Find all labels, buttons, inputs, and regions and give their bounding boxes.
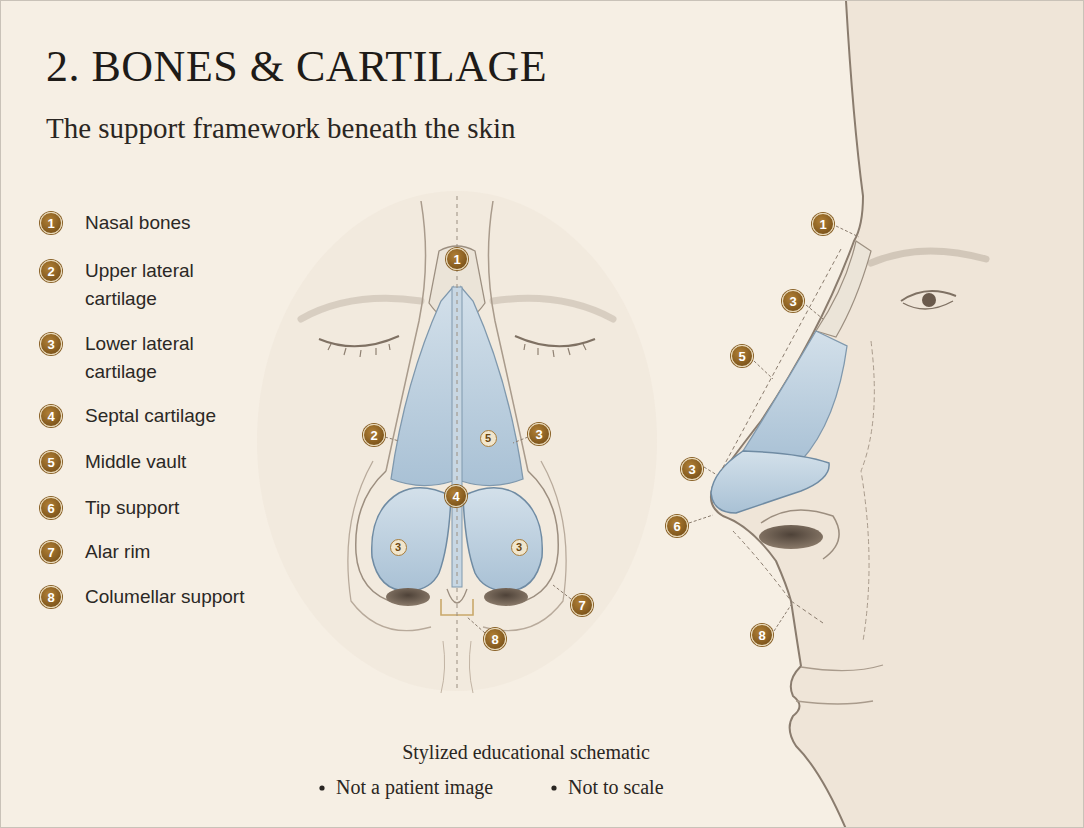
callout-number: 7 bbox=[571, 594, 593, 616]
callout-digit: 1 bbox=[819, 217, 826, 232]
label-text: Upper lateral cartilage bbox=[85, 260, 194, 309]
part-name: Nasal bones bbox=[85, 209, 191, 237]
callout-digit: 1 bbox=[453, 252, 460, 267]
callout-number: 1 bbox=[40, 212, 62, 234]
label-text: Not a patient image bbox=[336, 776, 493, 798]
callout-digit: 5 bbox=[47, 455, 54, 470]
callout-number: 1 bbox=[812, 213, 834, 235]
part-name: Middle vault bbox=[85, 448, 186, 476]
callout-digit: 8 bbox=[491, 632, 498, 647]
callout-digit: 4 bbox=[452, 489, 459, 504]
label-text: Alar rim bbox=[85, 541, 150, 562]
front-view bbox=[257, 191, 657, 693]
callout-digit: 3 bbox=[516, 541, 522, 553]
caption-text: Stylized educational schematic bbox=[402, 741, 650, 763]
callout-number: 8 bbox=[751, 624, 773, 646]
callout-number: 3 bbox=[390, 539, 407, 556]
callout-digit: 7 bbox=[578, 598, 585, 613]
callout-digit: 5 bbox=[738, 349, 745, 364]
side-view bbox=[689, 1, 1084, 828]
callout-number: 5 bbox=[731, 345, 753, 367]
callout-number: 8 bbox=[40, 586, 62, 608]
subtitle: The support framework beneath the skin bbox=[46, 111, 516, 146]
callout-digit: 3 bbox=[789, 294, 796, 309]
callout-number: 3 bbox=[528, 423, 550, 445]
callout-digit: 3 bbox=[688, 462, 695, 477]
label-text: Nasal bones bbox=[85, 212, 191, 233]
title-text: 2. BONES & CARTILAGE bbox=[46, 42, 547, 91]
caption: Stylized educational schematic bbox=[316, 740, 736, 764]
callout-number: 3 bbox=[511, 539, 528, 556]
callout-number: 3 bbox=[40, 333, 62, 355]
callout-number: 2 bbox=[363, 424, 385, 446]
callout-number: 4 bbox=[445, 485, 467, 507]
part-name: Lower lateral cartilage bbox=[85, 330, 235, 386]
callout-digit: 3 bbox=[535, 427, 542, 442]
label-text: Middle vault bbox=[85, 451, 186, 472]
callout-digit: 1 bbox=[47, 216, 54, 231]
callout-number: 4 bbox=[40, 405, 62, 427]
callout-number: 7 bbox=[40, 541, 62, 563]
note: Not a patient image bbox=[336, 775, 493, 799]
part-name: Septal cartilage bbox=[85, 402, 216, 430]
callout-number: 6 bbox=[666, 515, 688, 537]
part-name: Upper lateral cartilage bbox=[85, 257, 235, 313]
callout-digit: 5 bbox=[485, 432, 491, 444]
title: 2. BONES & CARTILAGE bbox=[46, 43, 547, 91]
callout-number: 5 bbox=[40, 451, 62, 473]
callout-digit: 3 bbox=[395, 541, 401, 553]
label-text: Not to scale bbox=[568, 776, 664, 798]
bullet bbox=[551, 785, 556, 790]
label-text: Columellar support bbox=[85, 586, 244, 607]
label-text: The support framework beneath the skin bbox=[46, 112, 516, 144]
callout-digit: 8 bbox=[758, 628, 765, 643]
callout-digit: 2 bbox=[370, 428, 377, 443]
callout-number: 3 bbox=[782, 290, 804, 312]
callout-digit: 7 bbox=[47, 545, 54, 560]
callout-digit: 6 bbox=[673, 519, 680, 534]
callout-number: 2 bbox=[40, 260, 62, 282]
callout-digit: 6 bbox=[47, 501, 54, 516]
callout-number: 6 bbox=[40, 497, 62, 519]
part-name: Alar rim bbox=[85, 538, 150, 566]
callout-digit: 8 bbox=[47, 590, 54, 605]
callout-number: 8 bbox=[484, 628, 506, 650]
part-name: Columellar support bbox=[85, 583, 244, 611]
part-name: Tip support bbox=[85, 494, 179, 522]
callout-digit: 4 bbox=[47, 409, 54, 424]
callout-number: 3 bbox=[681, 458, 703, 480]
callout-number: 1 bbox=[446, 248, 468, 270]
label-text: Lower lateral cartilage bbox=[85, 333, 194, 382]
callout-digit: 2 bbox=[47, 264, 54, 279]
callout-number: 5 bbox=[480, 430, 497, 447]
label-text: Tip support bbox=[85, 497, 179, 518]
callout-digit: 3 bbox=[47, 337, 54, 352]
note: Not to scale bbox=[568, 775, 664, 799]
label-text: Septal cartilage bbox=[85, 405, 216, 426]
bullet bbox=[319, 785, 324, 790]
